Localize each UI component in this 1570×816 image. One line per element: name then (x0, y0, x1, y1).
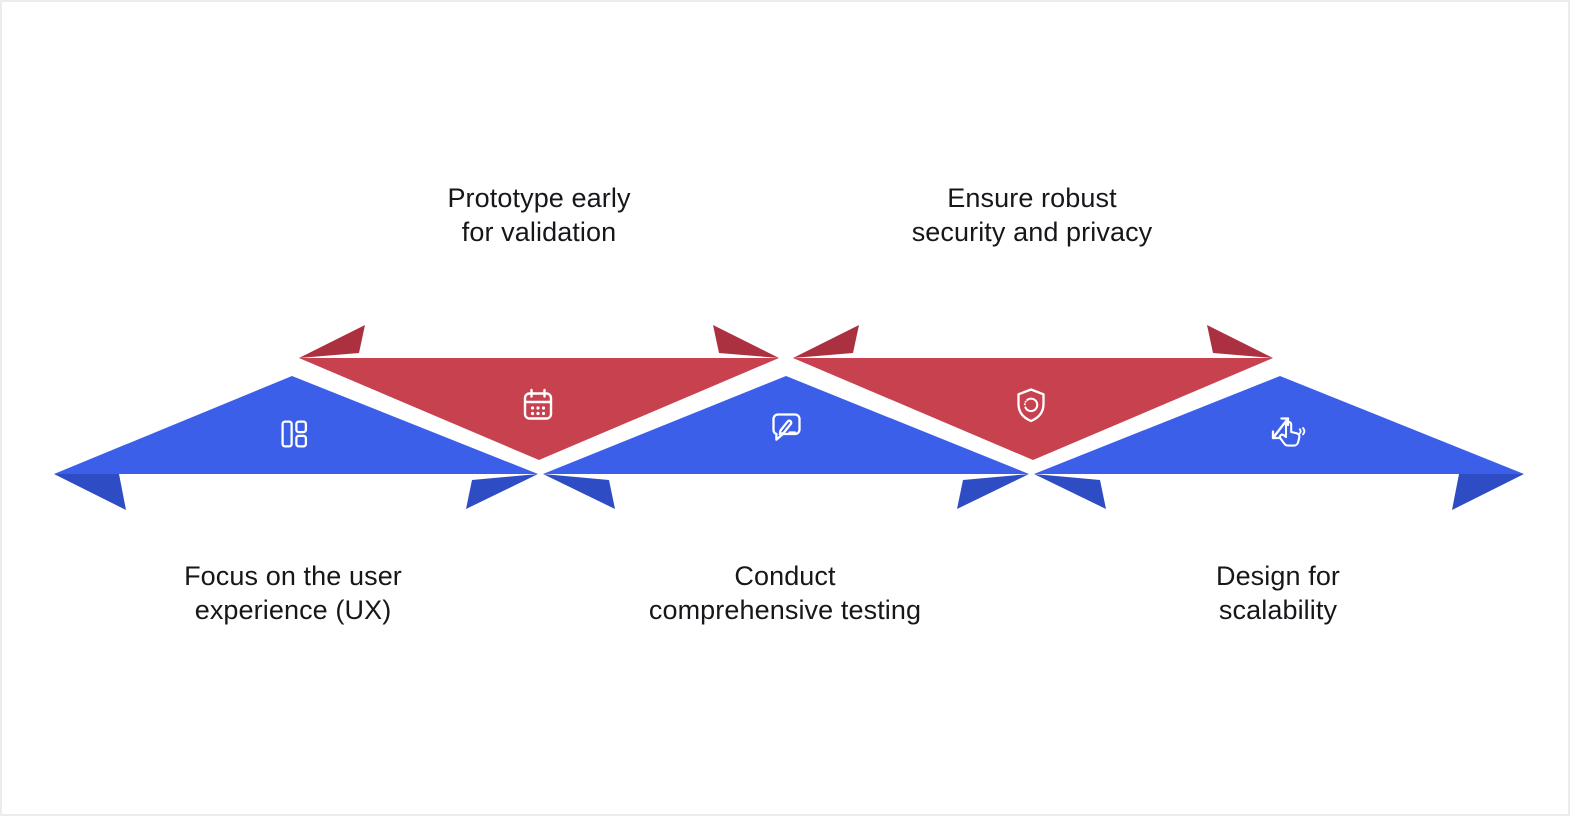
step3-label: Conduct comprehensive testing (555, 559, 1015, 627)
layout-icon (281, 420, 308, 448)
step5-label-line2: scalability (1218, 595, 1338, 625)
step5-label: Design for scalability (1048, 559, 1508, 627)
step4-right-fold (1207, 325, 1273, 358)
step5-left-fold (1034, 474, 1106, 509)
step1-label: Focus on the user experience (UX) (63, 559, 523, 627)
step3-label-line1: Conduct (734, 561, 836, 591)
step2-left-fold (299, 325, 365, 358)
shield-icon (1017, 388, 1045, 423)
step4-left-fold (793, 325, 859, 358)
calendar-icon (523, 388, 553, 420)
step5-label-line1: Design for (1215, 561, 1341, 591)
message-edit-icon (772, 413, 801, 441)
step2-label-line2: for validation (461, 217, 617, 247)
step4-label: Ensure robust security and privacy (802, 181, 1262, 249)
pinch-zoom-icon (1271, 417, 1306, 447)
step2-label-line1: Prototype early (447, 183, 631, 213)
step3-right-fold (957, 474, 1029, 509)
step4-label-line2: security and privacy (911, 217, 1153, 247)
step1-right-fold (466, 474, 538, 509)
step1-label-line1: Focus on the user (184, 561, 402, 591)
step1-left-arrowhead-fold (54, 474, 126, 510)
step4-triangle (793, 358, 1273, 460)
step2-right-fold (713, 325, 779, 358)
step5-right-arrowhead-fold (1452, 474, 1524, 510)
step3-left-fold (543, 474, 615, 509)
step5-triangle (1034, 376, 1524, 474)
step4-label-line1: Ensure robust (947, 183, 1117, 213)
step3-label-line2: comprehensive testing (648, 595, 922, 625)
step1-label-line2: experience (UX) (194, 595, 392, 625)
step2-label: Prototype early for validation (309, 181, 769, 249)
